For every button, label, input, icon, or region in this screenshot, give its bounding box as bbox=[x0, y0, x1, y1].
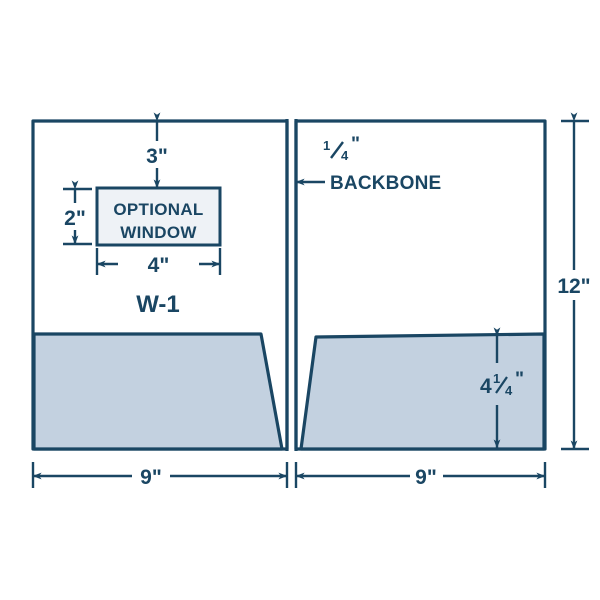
dim-3in-label: 3" bbox=[146, 145, 168, 168]
backbone-label: BACKBONE bbox=[330, 173, 441, 194]
backbone-spine-lines bbox=[285, 119, 298, 451]
backbone-fraction-numerator: 1 bbox=[323, 138, 330, 153]
product-code-label: W-1 bbox=[136, 291, 180, 318]
dim-9in-left-label: 9" bbox=[140, 466, 162, 489]
dimension-right-panel-width: 9" bbox=[294, 462, 547, 489]
pocket-height-whole: 4 bbox=[480, 375, 492, 398]
optional-window-label-line2: WINDOW bbox=[120, 223, 197, 242]
dimension-pocket-height: 4 1 4 " bbox=[480, 327, 524, 449]
backbone-fraction-unit: " bbox=[351, 134, 360, 155]
backbone-callout: 1 4 " BACKBONE bbox=[295, 134, 441, 194]
left-pocket bbox=[32, 332, 284, 451]
optional-window-group: OPTIONAL WINDOW bbox=[95, 186, 222, 247]
optional-window-label-line1: OPTIONAL bbox=[113, 200, 203, 219]
right-pocket bbox=[299, 332, 546, 451]
backbone-fraction-denominator: 4 bbox=[341, 148, 349, 163]
dimension-folder-height: 12" bbox=[557, 112, 591, 451]
pocket-height-fraction-slash bbox=[495, 376, 508, 394]
pocket-height-denominator: 4 bbox=[505, 383, 513, 398]
dimension-window-width: 4" bbox=[95, 248, 222, 277]
dim-4in-label: 4" bbox=[148, 254, 170, 277]
dimension-left-panel-width: 9" bbox=[31, 462, 289, 489]
pocket-height-fraction: 4 1 4 " bbox=[480, 369, 524, 398]
pocket-height-numerator: 1 bbox=[493, 371, 500, 386]
dimension-window-height: 2" bbox=[63, 180, 92, 246]
dim-2in-label: 2" bbox=[64, 207, 86, 230]
pockets-group bbox=[32, 332, 546, 451]
pocket-height-unit: " bbox=[515, 369, 524, 390]
backbone-fraction-slash bbox=[330, 141, 344, 159]
dim-9in-right-label: 9" bbox=[415, 466, 437, 489]
dimension-window-top-offset: 3" bbox=[142, 112, 172, 190]
dim-12in-label: 12" bbox=[557, 275, 590, 298]
backbone-fraction: 1 4 " bbox=[323, 134, 360, 163]
